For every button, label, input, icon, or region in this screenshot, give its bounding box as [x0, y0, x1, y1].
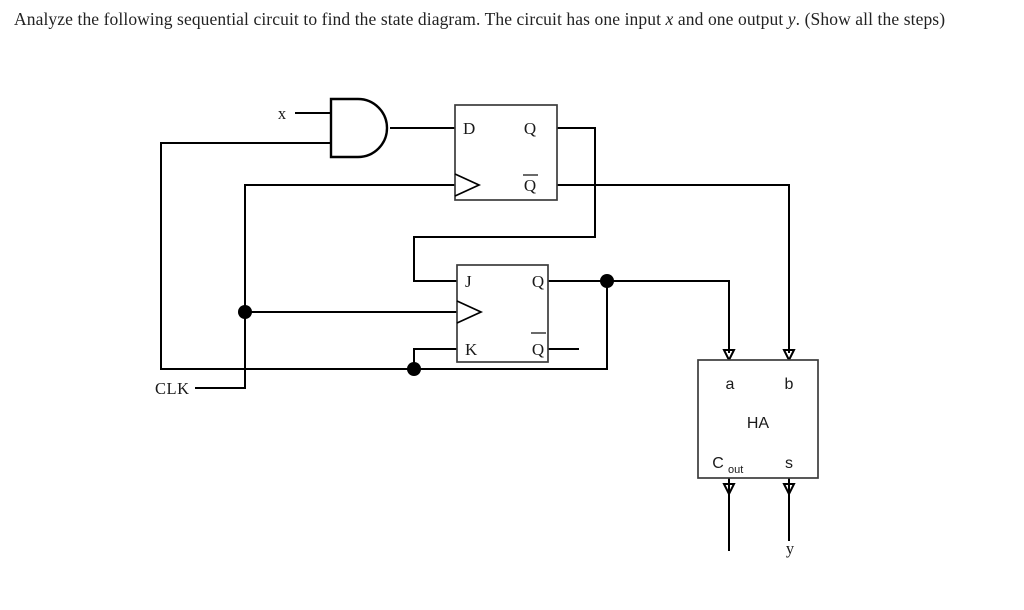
output-label-y: y — [786, 539, 795, 558]
wire-d-qbar-to-ha-b — [556, 184, 796, 363]
question-text: Analyze the following sequential circuit… — [14, 6, 974, 32]
wire-clk-horizontal-to-vertical — [195, 184, 246, 389]
d-flipflop-label-q: Q — [524, 119, 536, 138]
and-gate[interactable] — [329, 97, 389, 159]
jk-flipflop-label-qbar: Q — [532, 340, 544, 359]
wire-jk-q-feedback-to-and — [160, 142, 608, 370]
half-adder-input-b-label: b — [785, 376, 794, 393]
jk-flipflop-label-q: Q — [532, 272, 544, 291]
half-adder-block[interactable]: a b HA C out s — [697, 359, 819, 479]
question-line-1-part-a: Analyze the following sequential circuit… — [14, 9, 666, 29]
half-adder-title: HA — [747, 415, 770, 432]
half-adder-carry-label: C — [712, 455, 724, 472]
question-line-2-part-a: one output — [707, 9, 788, 29]
d-flipflop[interactable]: D Q Q — [454, 104, 558, 201]
junction-dot-clk-branch — [238, 305, 252, 319]
d-flipflop-label-qbar: Q — [524, 176, 536, 195]
input-label-clk: CLK — [155, 379, 190, 398]
output-variable-y: y — [787, 9, 796, 29]
question-line-2-part-b: . (Show all the steps) — [795, 9, 946, 29]
circuit-diagram: D Q Q J K Q Q a b HA C out s x CLK y — [0, 62, 1024, 610]
wire-ha-carry-output — [722, 477, 736, 551]
junction-dot-clk-k-branch — [407, 362, 421, 376]
question-line-1-part-b: and — [673, 9, 704, 29]
jk-flipflop[interactable]: J K Q Q — [456, 264, 549, 363]
jk-flipflop-label-k: K — [465, 340, 478, 359]
wire-d-q-to-jk-j — [413, 127, 596, 282]
input-label-x: x — [278, 104, 287, 123]
jk-flipflop-label-j: J — [465, 272, 472, 291]
jk-flipflop-clock-triangle-icon — [456, 300, 484, 324]
wire-ha-sum-output-y — [782, 477, 796, 541]
half-adder-input-a-label: a — [726, 376, 735, 393]
input-variable-x: x — [665, 9, 674, 29]
d-flipflop-label-d: D — [463, 119, 475, 138]
junction-dot-jk-q-branch — [600, 274, 614, 288]
half-adder-sum-label: s — [785, 455, 793, 472]
d-flipflop-clock-triangle-icon — [454, 173, 482, 197]
half-adder-carry-subscript: out — [728, 464, 743, 476]
wire-k-input-from-clk-node — [413, 348, 458, 370]
